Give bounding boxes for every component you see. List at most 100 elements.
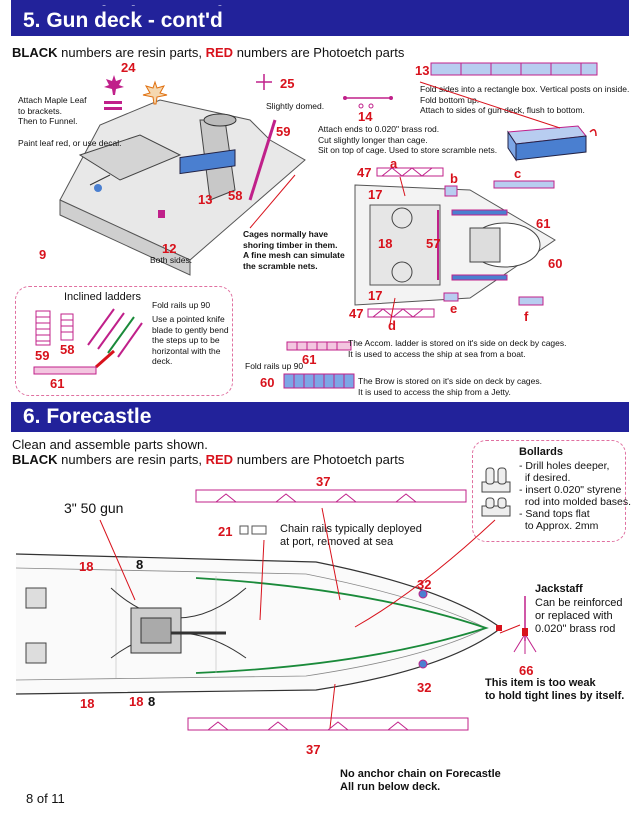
legend6-mid: numbers are resin parts,	[57, 452, 206, 467]
part-14-rod	[343, 96, 393, 109]
note-brass: Attach ends to 0.020" brass rod. Cut sli…	[318, 124, 498, 155]
part-60: 60	[548, 256, 563, 271]
part-12: 12	[162, 241, 177, 256]
part-32a: 32	[417, 577, 432, 592]
part-61: 61	[536, 216, 551, 231]
ladder-inclined-icon	[87, 308, 143, 369]
part-c-etch	[493, 180, 555, 189]
part-25: 25	[280, 76, 295, 91]
accom-ladder-strip	[286, 341, 352, 351]
legend-black: BLACK	[12, 45, 58, 60]
brow-part	[283, 373, 355, 389]
forecastle-deck	[15, 553, 503, 695]
section6-title: 6. Forecastle	[23, 405, 152, 428]
jackstaff-icon	[513, 596, 537, 654]
part-18: 18	[378, 236, 393, 251]
part-47b-etch	[367, 308, 435, 318]
bollard-icon	[481, 467, 511, 517]
part-b-etch	[444, 185, 458, 197]
part-18b: 18	[80, 696, 95, 711]
section6-intro: Clean and assemble parts shown.	[12, 437, 208, 452]
part-13: 13	[415, 63, 430, 78]
note-fold-box: Fold sides into a rectangle box. Vertica…	[420, 84, 630, 115]
ladder-59-icon	[35, 310, 51, 346]
inclined-ladders-title: Inclined ladders	[64, 291, 142, 303]
note-paint: Paint leaf red, or use decal.	[18, 138, 122, 148]
ladder-61-strip	[33, 366, 97, 375]
gun-deck-plan	[354, 184, 556, 306]
chain-rail-37-bottom	[187, 717, 469, 731]
note-both-sides: Both sides.	[150, 255, 193, 265]
note-weak: This item is too weak to hold tight line…	[485, 677, 625, 702]
part-d: d	[388, 318, 396, 333]
chain-rail-37-top	[195, 489, 467, 503]
part-21: 21	[218, 524, 233, 539]
legend-red: RED	[205, 45, 234, 60]
gun-label: 3" 50 gun	[64, 500, 124, 516]
part-47a: 47	[357, 165, 372, 180]
part-e: e	[450, 301, 458, 316]
inclined-ladders-box	[15, 286, 233, 396]
part-18a: 18	[79, 559, 94, 574]
part-e-etch	[443, 292, 459, 302]
note-cages: Cages normally have shoring timber in th…	[243, 229, 345, 271]
part-17a: 17	[368, 187, 383, 202]
part-47b: 47	[349, 306, 364, 321]
part-c: c	[514, 166, 522, 181]
part-59: 59	[276, 124, 291, 139]
legend-mid: numbers are resin parts,	[57, 45, 206, 60]
part-47a-etch	[376, 167, 444, 177]
note-maple: Attach Maple Leaf to brackets. Then to F…	[18, 95, 87, 126]
part-58: 58	[228, 188, 243, 203]
section5-legend: BLACK numbers are resin parts, RED numbe…	[12, 45, 404, 60]
part-57: 57	[426, 236, 441, 251]
note-fold90b: Fold rails up 90	[245, 361, 304, 371]
part-8b: 8	[148, 694, 156, 709]
part-66: 66	[519, 663, 534, 678]
part-b: b	[450, 171, 458, 186]
bollards-title: Bollards	[519, 446, 564, 458]
legend6-end: numbers are Photoetch parts	[233, 452, 405, 467]
note-accom: The Accom. ladder is stored on it's side…	[348, 338, 567, 359]
part-14: 14	[358, 109, 373, 124]
bollards-box	[472, 440, 626, 542]
part-13-etch	[430, 62, 598, 76]
gun-deck-illustration	[59, 99, 306, 276]
part-37b: 37	[306, 742, 321, 757]
ladder-part-59: 59	[35, 348, 50, 363]
part-f: f	[524, 309, 529, 324]
section6-title-bar: 6. Forecastle	[11, 402, 629, 432]
part-32b: 32	[417, 680, 432, 695]
part-8a: 8	[136, 557, 144, 572]
part-17b: 17	[368, 288, 383, 303]
note-knife: Use a pointed knife blade to gently bend…	[152, 314, 229, 366]
part-9: 9	[39, 247, 47, 262]
ladder-part-61: 61	[50, 376, 65, 391]
note-domed: Slightly domed.	[266, 101, 325, 111]
legend6-black: BLACK	[12, 452, 58, 467]
part-18c: 18	[129, 694, 144, 709]
page-number: 8 of 11	[26, 791, 65, 806]
legend-end: numbers are Photoetch parts	[233, 45, 405, 60]
part-24: 24	[121, 60, 136, 75]
part-13b: 13	[198, 192, 213, 207]
cage-assembly	[507, 125, 597, 162]
section6-legend: BLACK numbers are resin parts, RED numbe…	[12, 452, 404, 467]
bollards-text: - Drill holes deeper, if desired. - inse…	[519, 460, 632, 532]
section5-title-bar-bg: 5. Gun deck - cont'd	[11, 6, 629, 36]
jackstaff-title: Jackstaff	[535, 583, 583, 595]
legend6-red: RED	[205, 452, 234, 467]
part-f-etch	[518, 296, 544, 306]
part-21-icon	[239, 525, 267, 535]
section5-title-text: 5. Gun deck - cont'd	[23, 9, 223, 32]
brow-part-60: 60	[260, 375, 275, 390]
part-37a: 37	[316, 474, 331, 489]
accom-part-61: 61	[302, 352, 317, 367]
note-brow: The Brow is stored on it's side on deck …	[358, 376, 542, 397]
note-anchor: No anchor chain on Forecastle All run be…	[340, 768, 501, 793]
ladder-part-58: 58	[60, 342, 75, 357]
leaf-bracket-icon	[104, 101, 122, 110]
part-a: a	[390, 156, 398, 171]
note-fold90: Fold rails up 90	[152, 300, 211, 310]
